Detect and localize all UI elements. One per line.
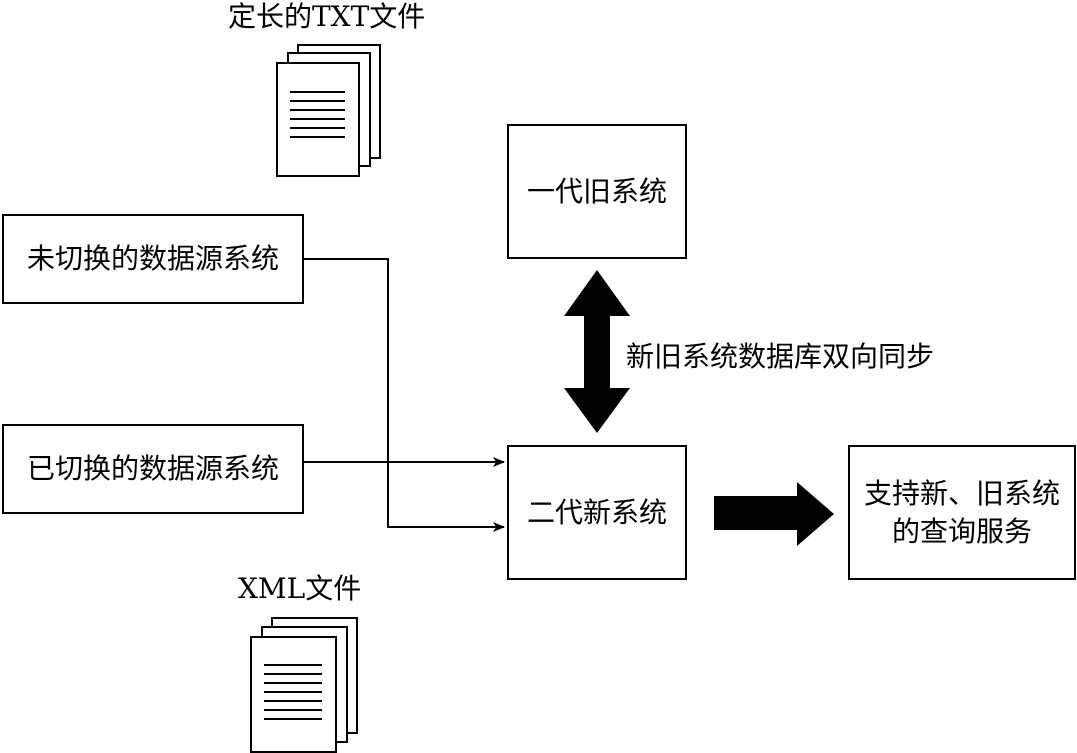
unswitched-to-gen2-arrow (303, 258, 505, 532)
gen2-new-system-box: 二代新系统 (507, 445, 687, 580)
txt-files-label: 定长的TXT文件 (228, 0, 426, 33)
query-service-box: 支持新、旧系统 的查询服务 (848, 445, 1076, 580)
xml-document-stack-icon (250, 617, 358, 753)
gen1-legacy-system-box: 一代旧系统 (507, 124, 687, 259)
gen1-legacy-system-label: 一代旧系统 (526, 174, 667, 208)
bidirectional-sync-arrow (564, 270, 630, 433)
unswitched-source-label: 未切换的数据源系统 (26, 242, 279, 275)
switched-source-label: 已切换的数据源系统 (26, 452, 279, 485)
txt-document-stack-icon (276, 44, 381, 177)
gen2-new-system-label: 二代新系统 (526, 495, 667, 529)
xml-files-label: XML文件 (238, 572, 362, 605)
bold-right-arrow (714, 482, 834, 546)
switched-source-box: 已切换的数据源系统 (2, 424, 304, 514)
unswitched-source-box: 未切换的数据源系统 (2, 214, 304, 304)
sync-label: 新旧系统数据库双向同步 (626, 340, 935, 373)
query-service-label-line1: 支持新、旧系统 (863, 476, 1060, 510)
query-service-label-line2: 的查询服务 (891, 514, 1032, 548)
